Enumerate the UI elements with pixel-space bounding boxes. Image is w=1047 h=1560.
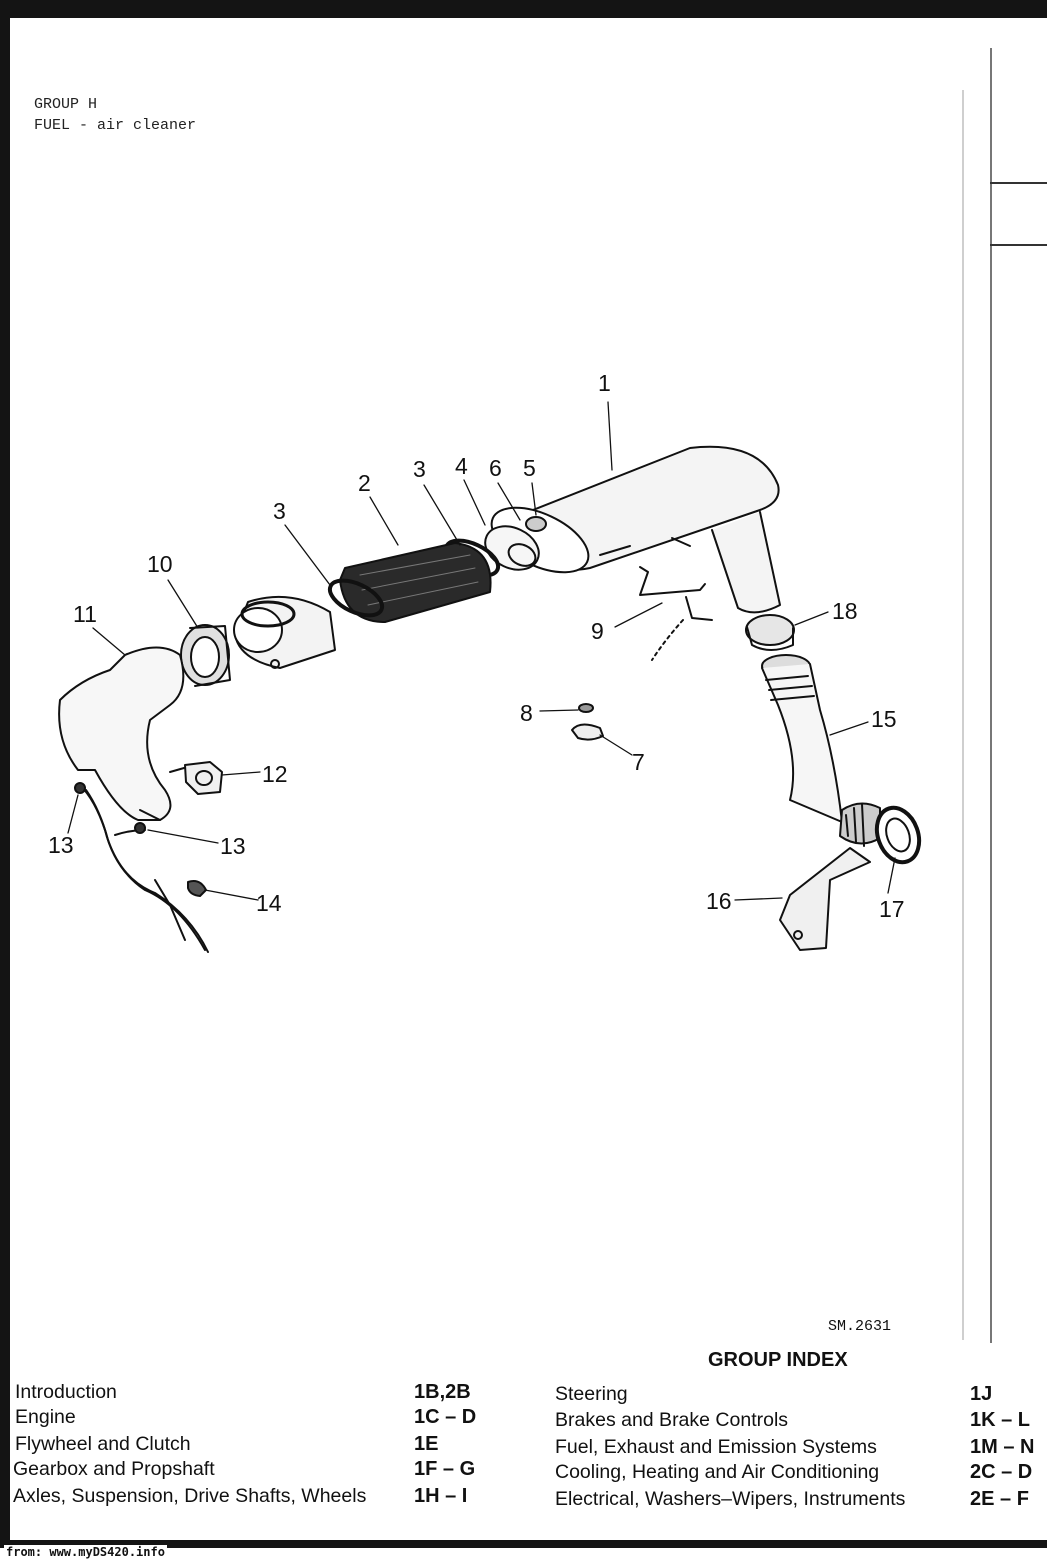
index-code-gearbox[interactable]: 1F – G xyxy=(414,1458,476,1480)
section-heading: FUEL - air cleaner xyxy=(34,117,197,134)
index-item-gearbox[interactable]: Gearbox and Propshaft xyxy=(13,1458,215,1480)
page-fold-line xyxy=(962,90,964,1340)
adjacent-page-edge xyxy=(990,48,992,1343)
callout-16: 16 xyxy=(706,888,732,914)
scan-border-bottom xyxy=(0,1540,1047,1548)
index-item-brakes[interactable]: Brakes and Brake Controls xyxy=(555,1409,789,1431)
hose-clip-17 xyxy=(874,805,922,865)
index-item-flywheel[interactable]: Flywheel and Clutch xyxy=(15,1433,191,1455)
scan-border-left xyxy=(0,0,10,1548)
hose-clamp-18 xyxy=(745,614,795,651)
flange-gasket-12 xyxy=(169,761,223,795)
wing-nut-5 xyxy=(525,516,547,532)
callout-2: 2 xyxy=(358,470,371,496)
callout-3: 3 xyxy=(273,498,286,524)
sealing-ring-3b xyxy=(327,578,385,618)
index-item-steering[interactable]: Steering xyxy=(555,1383,628,1405)
index-item-introduction[interactable]: Introduction xyxy=(15,1381,117,1403)
index-code-steering[interactable]: 1J xyxy=(970,1383,993,1405)
index-item-electrical[interactable]: Electrical, Washers–Wipers, Instruments xyxy=(555,1488,906,1510)
callout-7: 7 xyxy=(632,749,645,775)
filter-element-2 xyxy=(339,542,492,623)
index-item-cooling[interactable]: Cooling, Heating and Air Conditioning xyxy=(555,1461,880,1483)
callout-5: 5 xyxy=(523,455,536,481)
index-code-introduction[interactable]: 1B,2B xyxy=(414,1381,471,1403)
callout-9: 9 xyxy=(591,618,604,644)
callout-17: 17 xyxy=(879,896,905,922)
index-item-engine[interactable]: Engine xyxy=(15,1406,76,1428)
figure-reference: SM.2631 xyxy=(828,1318,892,1335)
index-code-flywheel[interactable]: 1E xyxy=(414,1433,439,1455)
page-header: GROUP H FUEL - air cleaner xyxy=(34,94,196,136)
adaptor-ring-10 xyxy=(180,624,231,687)
washer-7 xyxy=(571,723,604,741)
adjacent-page-rule xyxy=(990,244,1047,246)
callout-13b: 13 xyxy=(220,833,246,859)
breather-pipes-13 xyxy=(74,782,209,953)
adjacent-page-rule xyxy=(990,182,1047,184)
endplate-4 xyxy=(484,525,540,571)
intake-elbow-11 xyxy=(58,646,185,821)
callout-18: 18 xyxy=(832,598,858,624)
nut-8 xyxy=(578,703,594,713)
callout-10: 10 xyxy=(147,551,173,577)
support-bracket-9 xyxy=(639,566,713,661)
callout-12: 12 xyxy=(262,761,288,787)
callout-11: 11 xyxy=(73,601,97,627)
callout-15: 15 xyxy=(871,706,897,732)
index-code-fuel[interactable]: 1M – N xyxy=(970,1436,1035,1458)
outlet-tube xyxy=(711,511,781,614)
callout-1: 1 xyxy=(598,370,611,396)
clip-14 xyxy=(187,880,207,897)
callout-4: 4 xyxy=(455,453,468,479)
flexible-hose-15 xyxy=(761,654,881,847)
index-code-axles[interactable]: 1H – I xyxy=(414,1485,468,1507)
callout-6: 6 xyxy=(489,455,502,481)
callout-8: 8 xyxy=(520,700,533,726)
leader-lines xyxy=(67,401,896,901)
air-cleaner-exploded-diagram xyxy=(58,401,922,953)
group-heading: GROUP H xyxy=(34,96,98,113)
index-code-brakes[interactable]: 1K – L xyxy=(970,1409,1031,1431)
callout-14: 14 xyxy=(256,890,282,916)
group-index-title: GROUP INDEX xyxy=(708,1349,848,1371)
index-item-axles[interactable]: Axles, Suspension, Drive Shafts, Wheels xyxy=(13,1485,367,1507)
scan-border-top xyxy=(0,0,1047,18)
index-item-fuel[interactable]: Fuel, Exhaust and Emission Systems xyxy=(555,1436,877,1458)
backplate xyxy=(233,595,336,669)
source-footer: from: www.myDS420.info xyxy=(4,1545,167,1559)
bracket-16 xyxy=(779,847,871,951)
callout-13: 13 xyxy=(48,832,74,858)
index-code-engine[interactable]: 1C – D xyxy=(414,1406,477,1428)
index-code-electrical[interactable]: 2E – F xyxy=(970,1488,1029,1510)
index-code-cooling[interactable]: 2C – D xyxy=(970,1461,1033,1483)
callout-3b: 3 xyxy=(413,456,426,482)
